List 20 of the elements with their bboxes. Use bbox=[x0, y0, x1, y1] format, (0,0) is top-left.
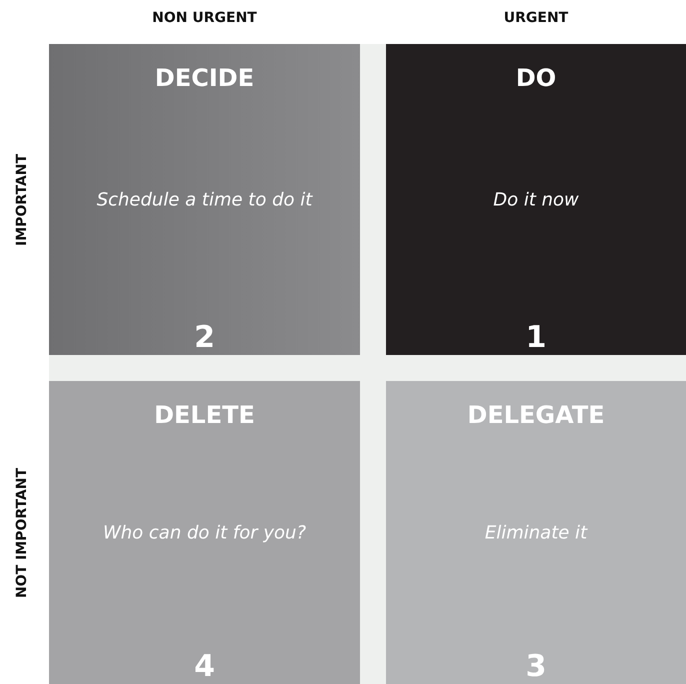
quadrant-number: 4 bbox=[193, 650, 216, 684]
quadrant-box bbox=[386, 44, 686, 355]
quadrant-description: Do it now bbox=[492, 189, 580, 210]
quadrant-number: 1 bbox=[524, 321, 548, 355]
quadrant-number: 3 bbox=[524, 650, 548, 684]
quadrant-title: DELETE bbox=[153, 401, 256, 429]
quadrant-title: DO bbox=[514, 64, 558, 92]
axis-label: URGENT bbox=[502, 10, 570, 26]
quadrant-description: Schedule a time to do it bbox=[96, 189, 314, 210]
quadrant-number: 2 bbox=[193, 321, 216, 355]
quadrant-box bbox=[49, 44, 360, 355]
quadrant-title: DELEGATE bbox=[466, 401, 606, 429]
axis-label: NOT IMPORTANT bbox=[14, 467, 30, 598]
axis-label: IMPORTANT bbox=[14, 153, 30, 246]
quadrant-box bbox=[386, 381, 686, 684]
axis-label: NON URGENT bbox=[151, 10, 258, 26]
quadrant-description: Who can do it for you? bbox=[102, 522, 308, 543]
quadrant-description: Eliminate it bbox=[484, 522, 589, 543]
quadrant-title: DECIDE bbox=[154, 64, 256, 92]
quadrant-box bbox=[49, 381, 360, 684]
